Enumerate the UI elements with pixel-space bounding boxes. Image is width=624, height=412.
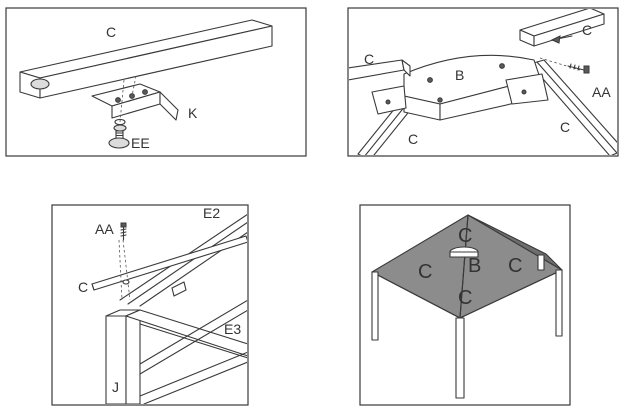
label-e2: E2 [203, 205, 220, 221]
screw-aa-part-3 [118, 222, 131, 301]
screw-aa-part [539, 57, 590, 74]
label-j: J [112, 379, 119, 395]
label-c-lower: C [408, 131, 418, 147]
label-b: B [455, 67, 464, 83]
panel-4: C B C C C [359, 204, 571, 406]
label-b-4: B [468, 255, 481, 277]
panel-1: C K EE [5, 7, 307, 157]
clip-part [171, 281, 187, 297]
rail-e3-part [125, 309, 247, 359]
label-c-left: C [364, 51, 374, 67]
label-c-top-4: C [458, 225, 472, 247]
label-c-right: C [560, 119, 570, 135]
label-c-top: C [582, 22, 592, 38]
label-e3: E3 [224, 321, 241, 337]
panel-3: AA E2 C E3 J [51, 204, 249, 406]
label-c-3: C [78, 279, 88, 295]
tube-c-lower-right-part [529, 59, 617, 155]
gazebo-legs [371, 254, 563, 399]
label-c-right-4: C [508, 255, 522, 277]
bracket-k-part [91, 83, 179, 121]
bolt-ee-part [108, 118, 130, 149]
tube-c-top-part [519, 9, 605, 47]
guide-line-2 [131, 75, 137, 97]
label-c: C [106, 24, 116, 40]
tube-c-left-part [349, 59, 411, 81]
brace-part [139, 299, 247, 404]
label-ee: EE [131, 135, 150, 151]
tube-c-part-3 [91, 235, 247, 291]
label-c-left-4: C [418, 261, 432, 283]
panel-2: C B C AA C C [347, 7, 619, 157]
label-k: K [188, 105, 198, 121]
label-c-bottom-4: C [458, 287, 472, 309]
tube-c-part [19, 19, 273, 99]
hub-b-part [371, 54, 549, 121]
leg-j-part [105, 309, 141, 404]
label-aa-3: AA [95, 221, 114, 237]
panel-3-frame [51, 204, 249, 406]
label-aa: AA [592, 84, 611, 100]
guide-line-1 [119, 79, 125, 123]
